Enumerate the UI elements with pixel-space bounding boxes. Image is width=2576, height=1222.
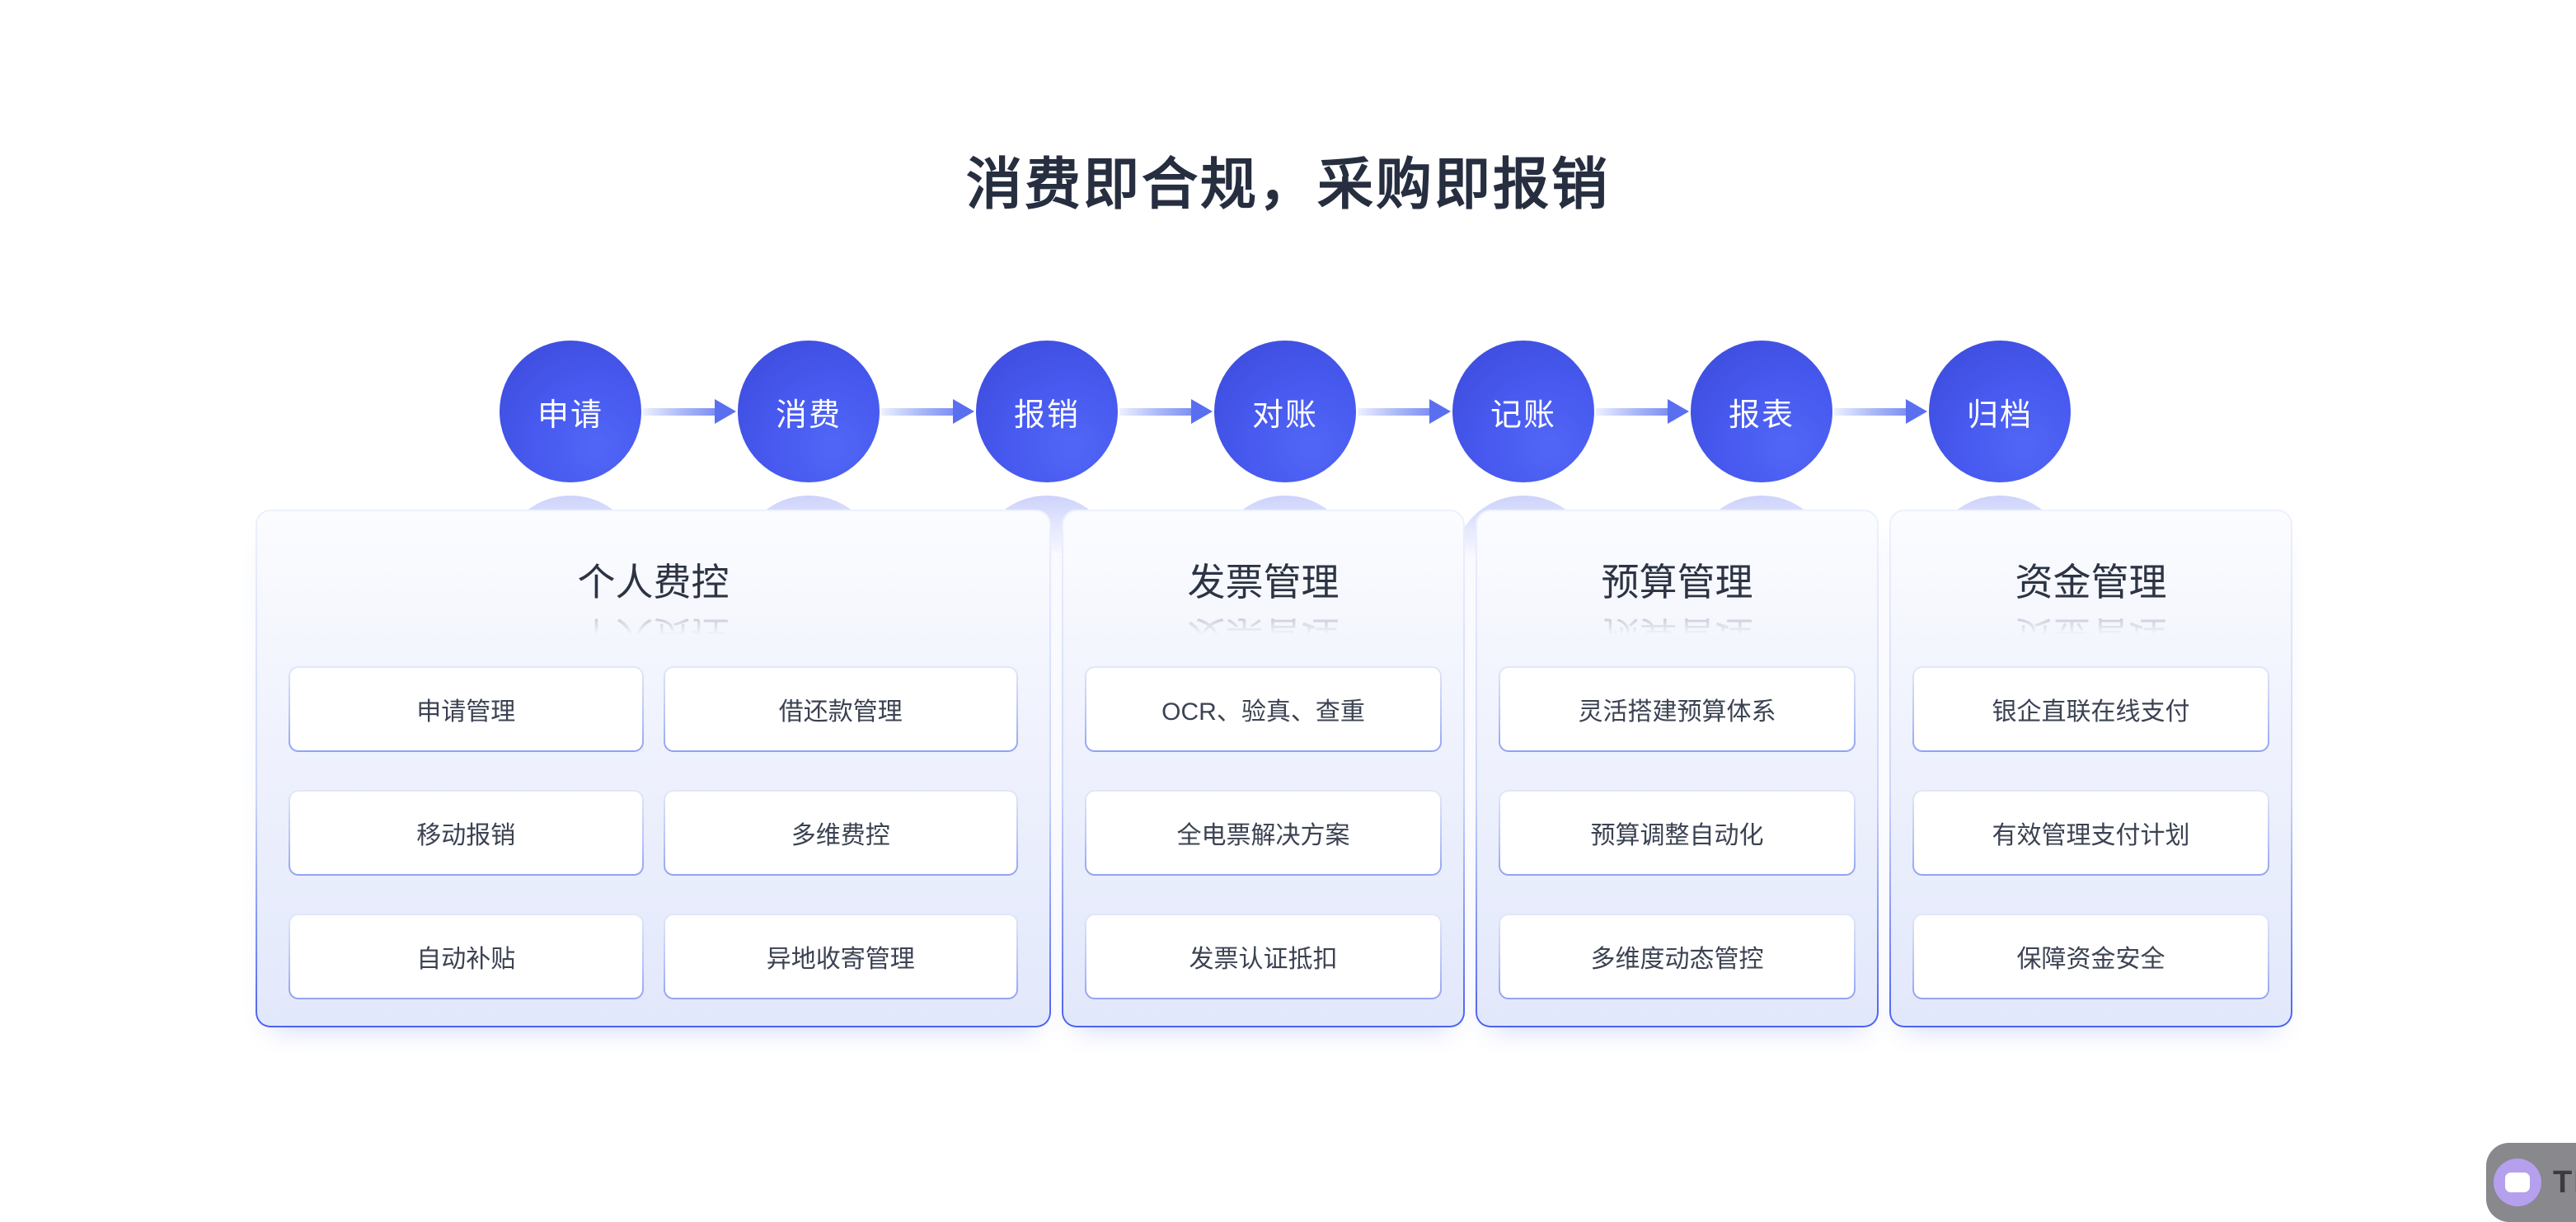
feature-card-inner: 预算管理 灵活搭建预算体系 预算调整自动化 多维度动态管控	[1477, 511, 1877, 1026]
arrow-right-icon	[880, 341, 976, 482]
arrow-shaft	[1596, 407, 1668, 416]
arrow-shaft	[1358, 407, 1430, 416]
feature-item: 申请管理	[289, 666, 644, 752]
card-title: 个人费控	[577, 561, 730, 604]
card-items: 灵活搭建预算体系 预算调整自动化 多维度动态管控	[1477, 666, 1877, 999]
feature-item: 预算调整自动化	[1499, 790, 1856, 876]
feature-item-label: 申请管理	[290, 668, 642, 750]
arrow-right-icon	[1356, 341, 1452, 482]
flow-step-circle: 消费	[738, 341, 880, 482]
arrow-head	[715, 399, 736, 424]
feature-item: 借还款管理	[663, 666, 1018, 752]
card-items: OCR、验真、查重 全电票解决方案 发票认证抵扣	[1063, 666, 1463, 999]
feature-item-label: 移动报销	[290, 792, 642, 874]
page-title: 消费即合规，采购即报销	[965, 153, 1610, 216]
arrow-head	[1191, 399, 1213, 424]
flow-step-label: 申请	[537, 397, 603, 433]
flow-step-circle: 报表	[1691, 341, 1832, 482]
arrow-right-icon	[1118, 341, 1214, 482]
arrow-shaft	[1834, 407, 1907, 416]
feature-item-label: 发票认证抵扣	[1086, 915, 1440, 998]
arrow-right-icon	[1594, 341, 1691, 482]
feature-item-label: OCR、验真、查重	[1086, 668, 1440, 750]
feature-item-label: 预算调整自动化	[1500, 792, 1854, 874]
arrow-shaft	[1119, 407, 1192, 416]
feature-card: 预算管理 灵活搭建预算体系 预算调整自动化 多维度动态管控	[1476, 510, 1879, 1027]
feature-cards: 个人费控 申请管理 借还款管理 移动报销 多维费控 自动补贴 异地收寄管理 发票…	[256, 510, 2292, 1027]
arrow-head	[953, 399, 974, 424]
feature-item: OCR、验真、查重	[1085, 666, 1442, 752]
feature-item-label: 借还款管理	[664, 668, 1016, 750]
feature-item: 有效管理支付计划	[1912, 790, 2269, 876]
arrow-head	[1906, 399, 1927, 424]
feature-item: 多维度动态管控	[1499, 914, 1856, 999]
flow-step-label: 消费	[775, 397, 842, 433]
feature-item-label: 灵活搭建预算体系	[1500, 668, 1854, 750]
arrow-shaft	[881, 407, 954, 416]
watermark-logo-icon	[2494, 1159, 2541, 1206]
feature-item: 异地收寄管理	[663, 914, 1018, 999]
feature-item: 移动报销	[289, 790, 644, 876]
feature-card-inner: 资金管理 银企直联在线支付 有效管理支付计划 保障资金安全	[1891, 511, 2291, 1026]
watermark-square-icon	[2505, 1173, 2530, 1192]
flow-step-label: 归档	[1966, 397, 2033, 433]
process-flow: 申请 消费 报销 对账 记账 报表 归档	[500, 341, 2071, 482]
watermark-text: TIN	[2553, 1164, 2576, 1200]
flow-step-circle: 报销	[976, 341, 1118, 482]
flow-step-label: 报销	[1013, 397, 1080, 433]
feature-item: 发票认证抵扣	[1085, 914, 1442, 999]
arrow-head	[1429, 399, 1451, 424]
feature-card-inner: 个人费控 申请管理 借还款管理 移动报销 多维费控 自动补贴 异地收寄管理	[257, 511, 1049, 1026]
feature-item-label: 多维费控	[664, 792, 1016, 874]
feature-item: 保障资金安全	[1912, 914, 2269, 999]
flow-step-circle: 归档	[1929, 341, 2071, 482]
feature-item: 银企直联在线支付	[1912, 666, 2269, 752]
card-items: 申请管理 借还款管理 移动报销 多维费控 自动补贴 异地收寄管理	[257, 666, 1049, 999]
arrow-right-icon	[1832, 341, 1929, 482]
feature-card: 个人费控 申请管理 借还款管理 移动报销 多维费控 自动补贴 异地收寄管理	[256, 510, 1051, 1027]
flow-step-label: 对账	[1251, 397, 1318, 433]
arrow-right-icon	[641, 341, 738, 482]
feature-item-label: 保障资金安全	[1914, 915, 2268, 998]
feature-item-label: 银企直联在线支付	[1914, 668, 2268, 750]
feature-card: 发票管理 OCR、验真、查重 全电票解决方案 发票认证抵扣	[1062, 510, 1465, 1027]
arrow-head	[1668, 399, 1689, 424]
feature-item: 自动补贴	[289, 914, 644, 999]
flow-step-circle: 申请	[500, 341, 641, 482]
flow-step-label: 报表	[1728, 397, 1795, 433]
arrow-shaft	[643, 407, 716, 416]
card-title: 资金管理	[2015, 561, 2167, 604]
feature-item: 全电票解决方案	[1085, 790, 1442, 876]
feature-item-label: 异地收寄管理	[664, 915, 1016, 998]
card-title: 预算管理	[1601, 561, 1753, 604]
feature-item-label: 多维度动态管控	[1500, 915, 1854, 998]
flow-step-circle: 记账	[1452, 341, 1594, 482]
feature-card-inner: 发票管理 OCR、验真、查重 全电票解决方案 发票认证抵扣	[1063, 511, 1463, 1026]
feature-card: 资金管理 银企直联在线支付 有效管理支付计划 保障资金安全	[1889, 510, 2292, 1027]
feature-item: 多维费控	[663, 790, 1018, 876]
watermark-badge: TIN	[2486, 1143, 2576, 1222]
feature-item-label: 自动补贴	[290, 915, 642, 998]
feature-item-label: 有效管理支付计划	[1914, 792, 2268, 874]
feature-item-label: 全电票解决方案	[1086, 792, 1440, 874]
flow-step-circle: 对账	[1214, 341, 1356, 482]
card-items: 银企直联在线支付 有效管理支付计划 保障资金安全	[1891, 666, 2291, 999]
flow-step-label: 记账	[1490, 397, 1556, 433]
feature-item: 灵活搭建预算体系	[1499, 666, 1856, 752]
card-title: 发票管理	[1187, 561, 1340, 604]
